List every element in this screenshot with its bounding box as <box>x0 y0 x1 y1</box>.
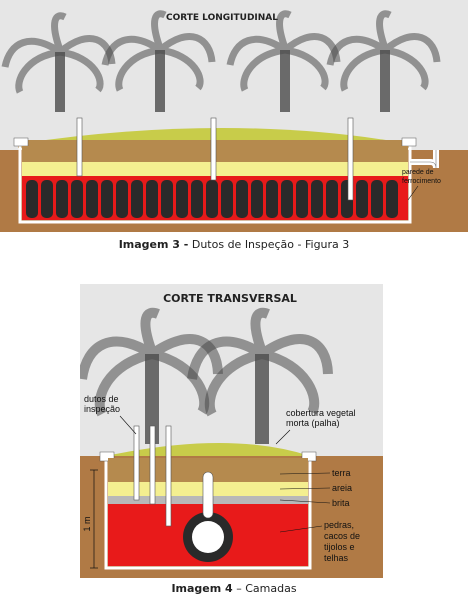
banana-tree <box>1 12 116 112</box>
banana-tree <box>80 307 223 444</box>
depth-label: 1 m <box>82 516 92 531</box>
banana-tree <box>187 307 333 444</box>
sand-label: areia <box>332 483 352 493</box>
mulch-mound <box>106 443 310 456</box>
mulch-label-line2: morta (palha) <box>286 418 340 428</box>
longitudinal-title: CORTE LONGITUDINAL <box>166 13 278 23</box>
caption-figure-4-bold: Imagem 4 <box>171 582 233 595</box>
ducts-label-line2: inspeção <box>84 404 120 414</box>
inlet-pipe <box>202 471 214 519</box>
soil-label: terra <box>332 468 351 478</box>
ducts-label-line1: dutos de <box>84 394 119 404</box>
caption-figure-4-text: – Camadas <box>232 582 297 595</box>
banana-tree <box>326 10 441 112</box>
caption-figure-3: Imagem 3 - Dutos de Inspeção - Figura 3 <box>0 238 468 251</box>
longitudinal-section-diagram: CORTE LONGITUDINAL <box>0 0 468 232</box>
inspection-duct <box>76 117 83 177</box>
stones-label-line3: tijolos e <box>324 542 355 552</box>
caption-figure-3-bold: Imagem 3 - <box>118 238 189 251</box>
inspection-duct <box>149 425 156 505</box>
transversal-section-diagram: CORTE TRANSVERSAL 1 m dutos de inspeção … <box>80 284 383 578</box>
banana-tree <box>101 10 216 112</box>
inspection-duct <box>133 425 140 501</box>
tire-row <box>26 180 398 218</box>
gravel-label: brita <box>332 498 350 508</box>
ferrocement-wall <box>18 144 412 224</box>
wall-label-line1: parede de <box>402 169 434 176</box>
inspection-duct <box>347 117 354 201</box>
caption-figure-4: Imagem 4 – Camadas <box>0 582 468 595</box>
stones-label-line1: pedras, <box>324 520 354 530</box>
stones-label-line4: telhas <box>324 553 349 563</box>
inspection-duct <box>165 425 172 527</box>
transversal-title: CORTE TRANSVERSAL <box>163 292 297 305</box>
stones-label-line2: cacos de <box>324 531 360 541</box>
banana-tree <box>226 10 341 112</box>
wall-label-line2: ferrocimento <box>402 178 441 185</box>
inspection-duct <box>210 117 217 181</box>
ferrocement-wall <box>104 456 312 570</box>
mulch-label-line1: cobertura vegetal <box>286 408 356 418</box>
caption-figure-3-text: Dutos de Inspeção - Figura 3 <box>188 238 350 251</box>
